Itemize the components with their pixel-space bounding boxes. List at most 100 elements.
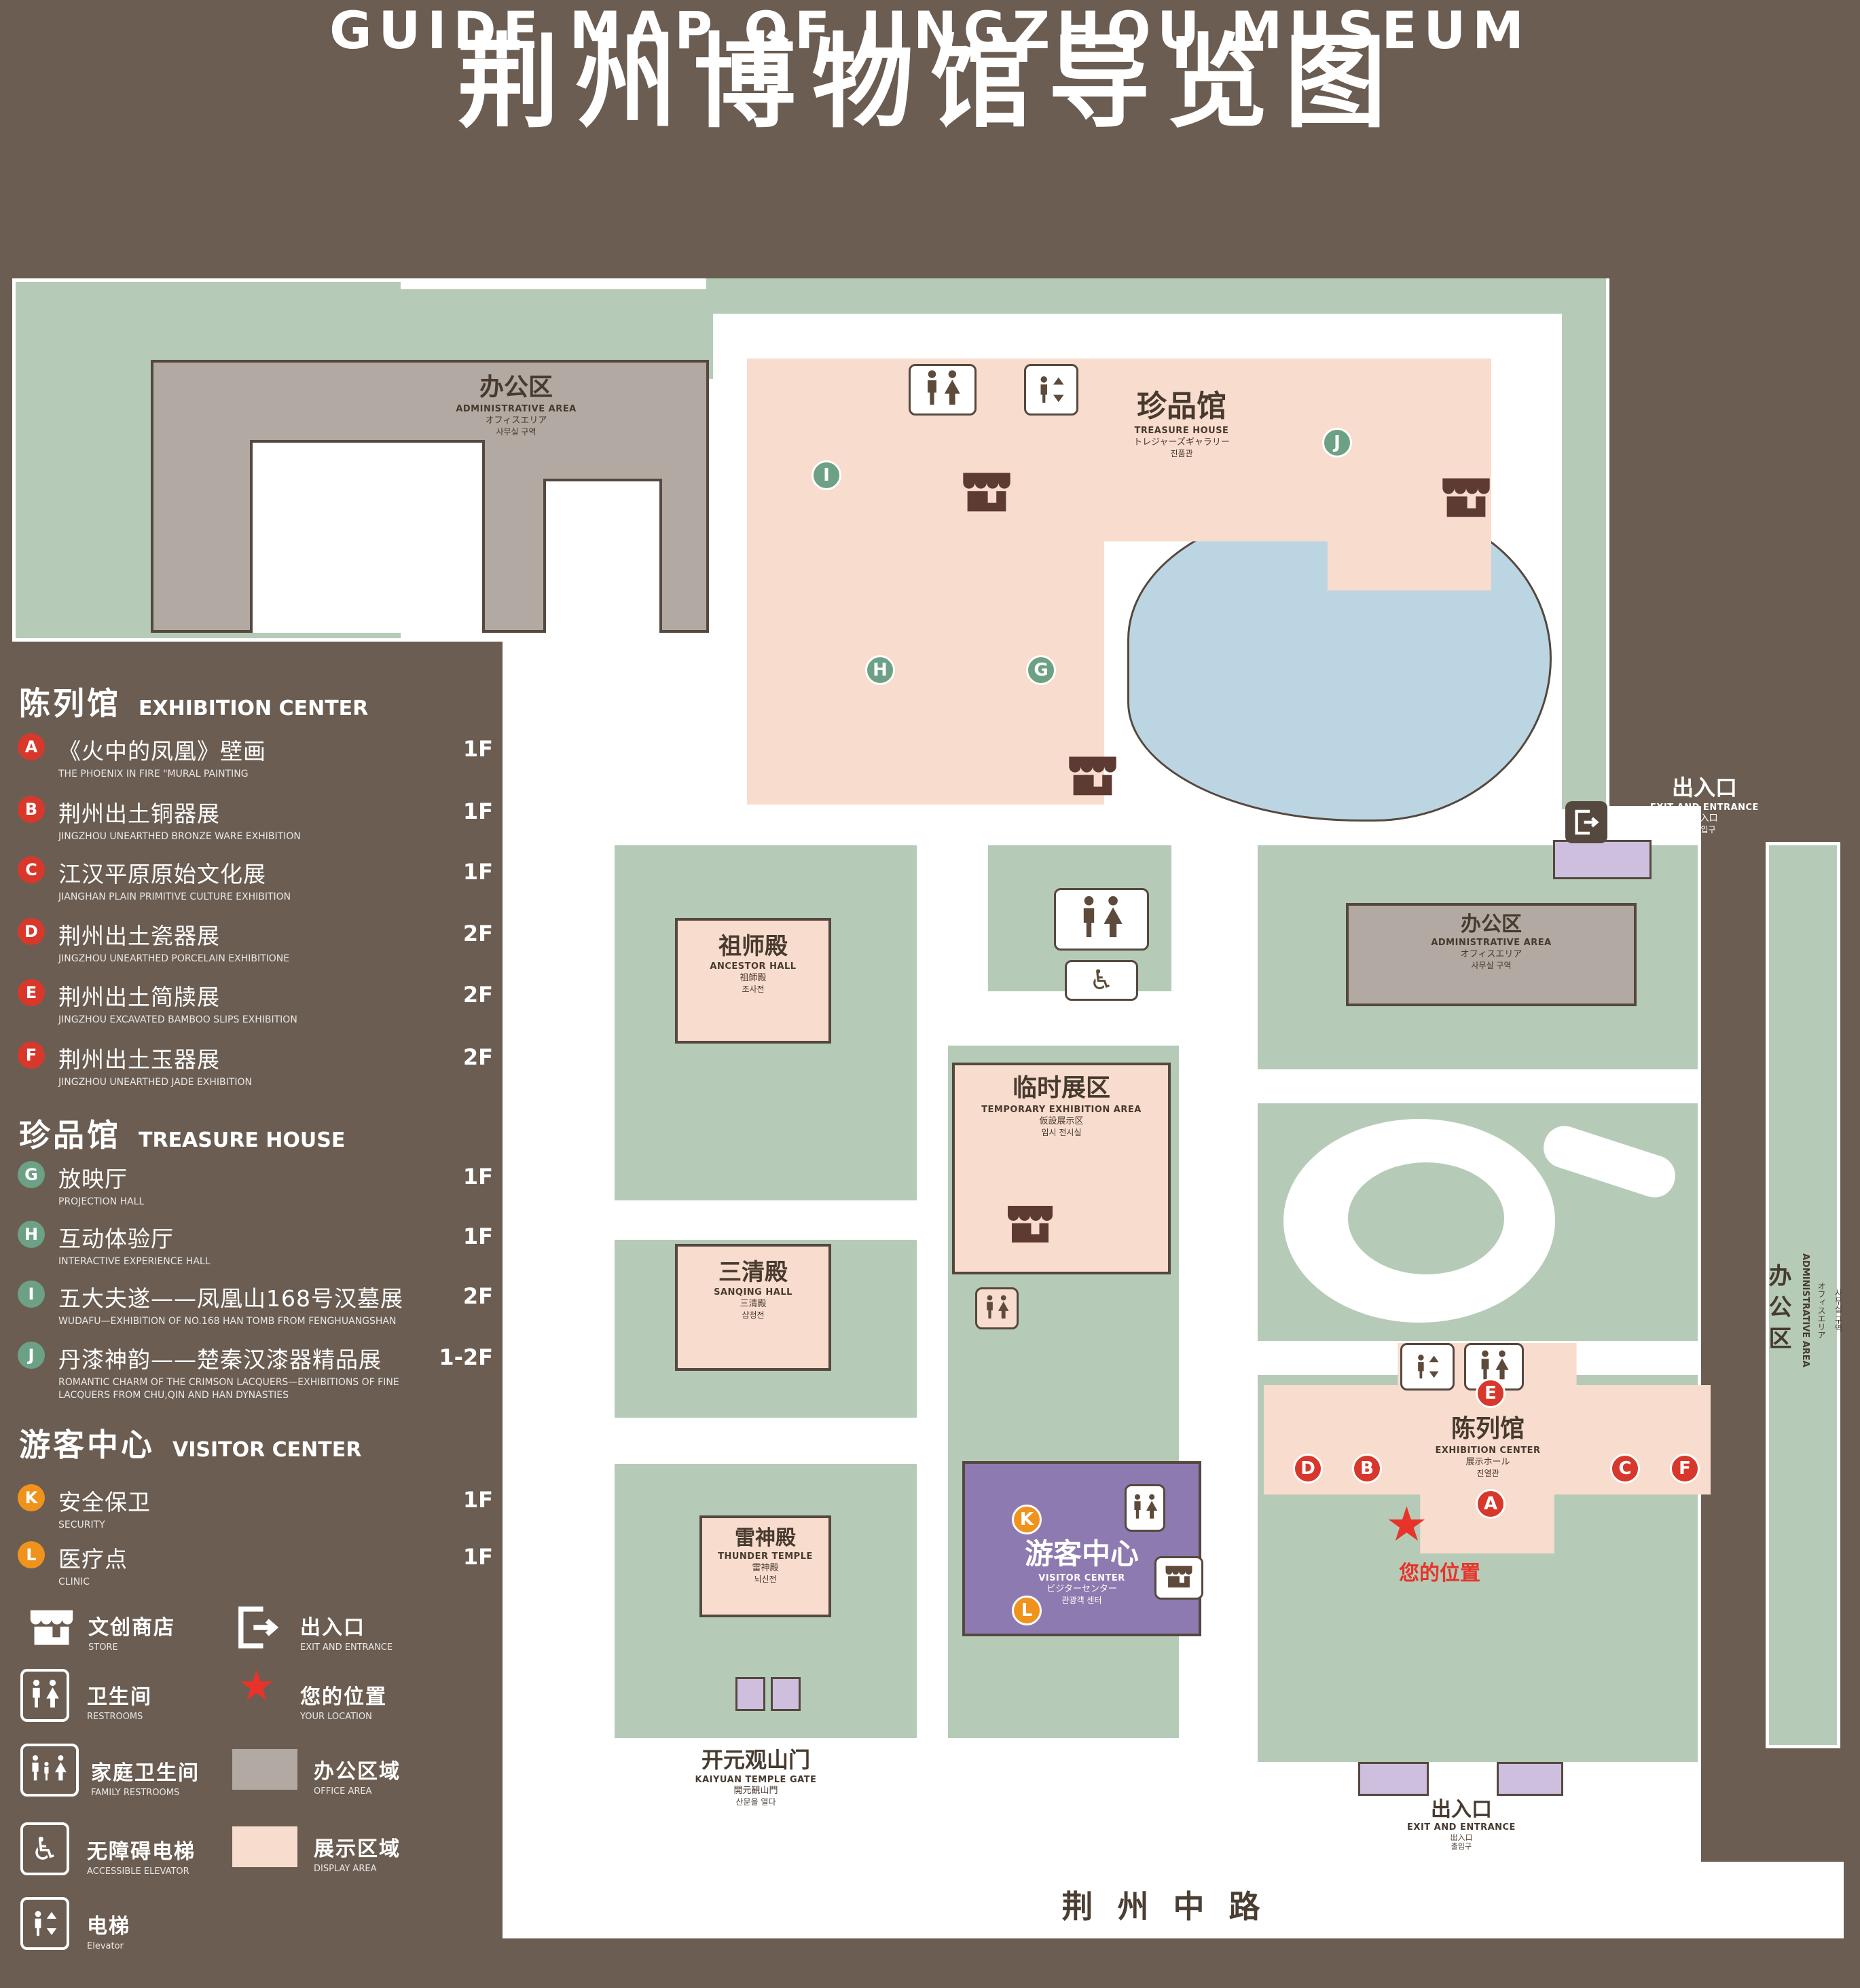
label-visitor-center: 游客中心 VISITOR CENTER ビジターセンター 관광객 센터	[1024, 1537, 1139, 1606]
label-temporary-exhibition: 临时展区 TEMPORARY EXHIBITION AREA 仮設展示区 임시 …	[981, 1074, 1142, 1137]
map-marker-d: D	[1293, 1454, 1323, 1484]
road	[503, 1862, 1844, 1938]
label-treasure-house: 珍品馆 TREASURE HOUSE トレジャーズギャラリー 진품관	[1133, 389, 1230, 458]
legend-marker-i: I	[18, 1281, 45, 1308]
map-marker-f: F	[1670, 1454, 1700, 1484]
your-location-star-icon: ★	[238, 1661, 276, 1710]
restroom-icon	[909, 364, 977, 416]
exit-pad-topright	[1553, 840, 1652, 879]
legend-marker-k: K	[18, 1484, 45, 1511]
exit-icon	[232, 1602, 282, 1655]
map-marker-k: K	[1012, 1505, 1042, 1534]
exit-pad-bottom-2	[1497, 1762, 1563, 1796]
page-title: 荆州博物馆导览图	[457, 24, 1403, 142]
admin-courtyard-1	[250, 440, 485, 633]
display-area-swatch	[232, 1826, 297, 1867]
store-icon	[959, 468, 1015, 523]
map-marker-j: J	[1322, 428, 1352, 458]
map-notch	[1606, 278, 1701, 809]
label-exhibition-center: 陈列馆 EXHIBITION CENTER 展示ホール 진열관	[1435, 1415, 1541, 1478]
legend-marker-c: C	[18, 856, 45, 883]
building-temporary-exhibition	[952, 1063, 1171, 1274]
store-icon	[1154, 1556, 1203, 1600]
label-admin-right: 办公区 ADMINISTRATIVE AREA オフィスエリア 사무실 구역	[1431, 913, 1552, 970]
accessible-elevator-icon	[1400, 1343, 1455, 1391]
legend-marker-h: H	[18, 1221, 45, 1248]
legend-marker-f: F	[18, 1042, 45, 1069]
gate-pad-right	[771, 1677, 801, 1711]
your-location-label: 您的位置	[1399, 1562, 1480, 1585]
label-admin-strip: 办公区 ADMINISTRATIVE AREA オフィスエリア 사무실 구역	[1764, 1253, 1843, 1367]
label-ancestor-hall: 祖师殿 ANCESTOR HALL 祖師殿 조사전	[710, 933, 797, 994]
map-marker-h: H	[865, 655, 895, 685]
exit-pad-bottom-1	[1358, 1762, 1429, 1796]
building-thunder-temple	[699, 1515, 831, 1617]
legend-section-treasure-house: 珍品馆 TREASURE HOUSE	[19, 1117, 346, 1154]
map-marker-b: B	[1352, 1454, 1382, 1484]
restroom-icon	[1054, 888, 1149, 951]
green-top-edge	[706, 278, 1606, 314]
building-ancestor-hall	[675, 918, 831, 1044]
garden-island	[1348, 1162, 1504, 1274]
road-label: 荆州中路	[1061, 1888, 1285, 1925]
building-admin-right	[1346, 903, 1637, 1006]
legend-marker-e: E	[18, 979, 45, 1006]
your-location-star-icon: ★	[1385, 1496, 1428, 1552]
store-icon	[1065, 752, 1120, 807]
restroom-icon	[20, 1669, 69, 1722]
map-marker-a: A	[1476, 1489, 1506, 1519]
restroom-icon	[1125, 1484, 1165, 1532]
legend-marker-a: A	[18, 733, 45, 760]
legend-marker-l: L	[18, 1541, 45, 1568]
green-right-edge	[1562, 278, 1606, 809]
accessible-elevator-icon: ♿	[20, 1822, 69, 1875]
map-marker-l: L	[1012, 1596, 1042, 1625]
label-exit-bottom: 出入口 EXIT AND ENTRANCE 出入口 출입구	[1407, 1798, 1516, 1851]
gate-pad-left	[735, 1677, 765, 1711]
path-cross-2	[615, 1418, 917, 1464]
family-restroom-icon	[20, 1744, 79, 1797]
label-exit-topright: 出入口 EXIT AND ENTRANCE 出入口 출입구	[1650, 775, 1759, 835]
store-icon	[24, 1606, 79, 1655]
map-marker-i: I	[812, 460, 841, 490]
label-thunder-temple: 雷神殿 THUNDER TEMPLE 雷神殿 뇌신전	[718, 1526, 813, 1584]
elevator-icon	[20, 1897, 69, 1950]
map-marker-g: G	[1026, 655, 1056, 685]
label-kaiyuan-gate: 开元观山门 KAIYUAN TEMPLE GATE 開元観山門 산문을 열다	[695, 1747, 817, 1807]
map-marker-e: E	[1476, 1378, 1506, 1408]
legend-marker-b: B	[18, 796, 45, 823]
path-cross-1	[615, 1200, 917, 1240]
store-icon	[1438, 474, 1494, 528]
office-area-swatch	[232, 1749, 297, 1790]
elevator-icon	[1024, 364, 1078, 416]
legend-marker-d: D	[18, 918, 45, 945]
legend-section-visitor-center: 游客中心 VISITOR CENTER	[19, 1426, 362, 1463]
restroom-icon	[975, 1287, 1019, 1329]
green-right-strip	[1766, 842, 1840, 1748]
map-marker-c: C	[1610, 1454, 1640, 1484]
admin-courtyard-2	[543, 479, 662, 633]
building-sanqing-hall	[675, 1244, 831, 1371]
legend-marker-j: J	[18, 1342, 45, 1369]
